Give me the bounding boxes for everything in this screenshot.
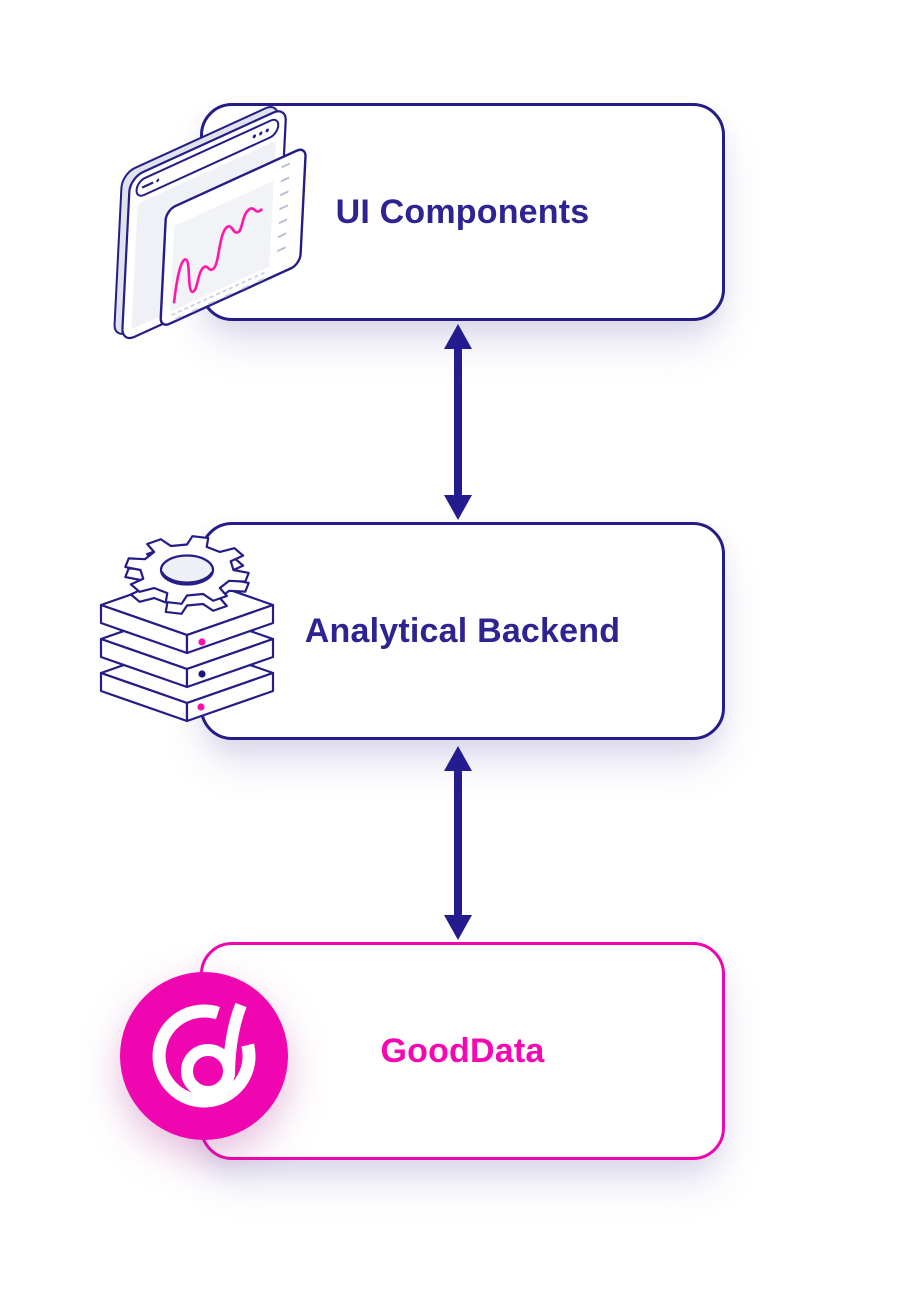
bidirectional-arrow-backend-gooddata — [444, 746, 472, 940]
node-ui-components-label: UI Components — [335, 192, 590, 231]
node-analytical-backend: Analytical Backend — [200, 522, 725, 740]
node-analytical-backend-label: Analytical Backend — [304, 611, 621, 650]
node-ui-components: UI Components — [200, 103, 725, 321]
node-gooddata: GoodData — [200, 942, 725, 1160]
node-gooddata-label: GoodData — [380, 1031, 545, 1070]
bidirectional-arrow-ui-backend — [444, 324, 472, 520]
